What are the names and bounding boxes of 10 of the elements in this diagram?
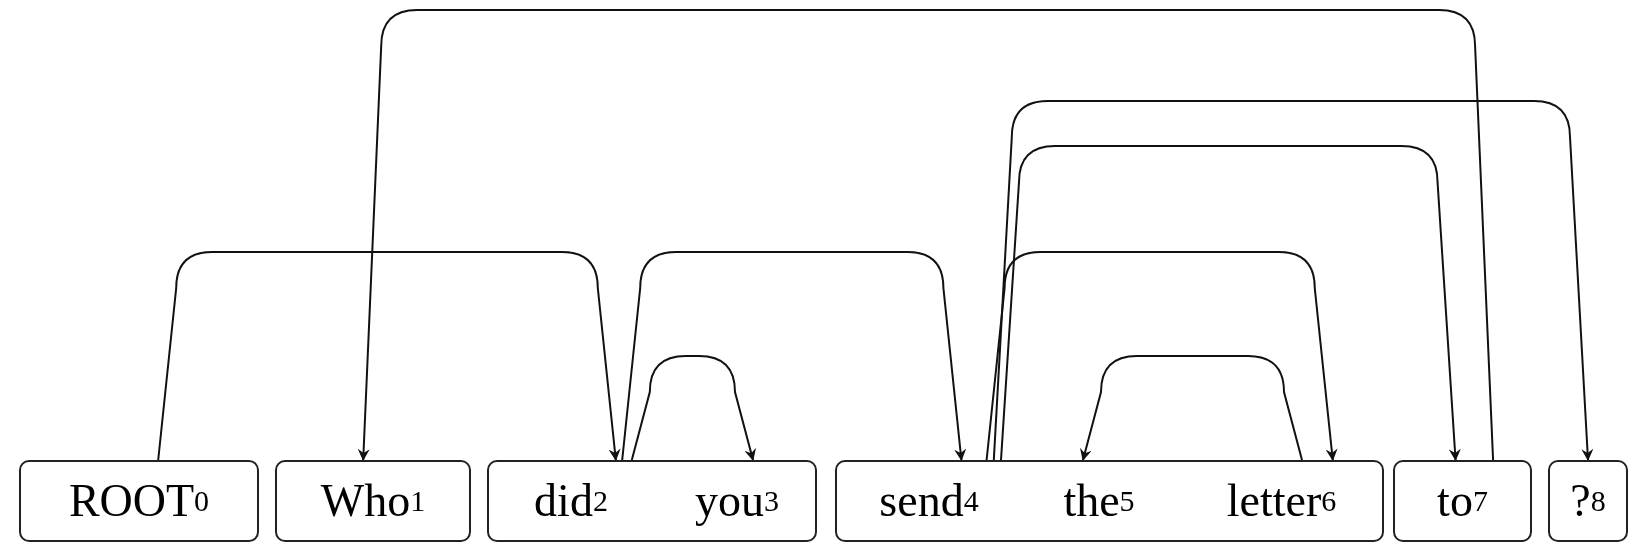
dependency-arc (357, 9, 1495, 461)
dependency-arc (630, 355, 756, 461)
word-box (835, 460, 1384, 542)
dependency-arc (157, 251, 621, 461)
dependency-arc (1000, 145, 1461, 461)
dependency-arc (985, 251, 1338, 461)
word-box (487, 460, 817, 542)
dependency-arc (621, 251, 967, 461)
dependency-arc (1080, 355, 1303, 461)
dependency-arc (992, 100, 1594, 461)
